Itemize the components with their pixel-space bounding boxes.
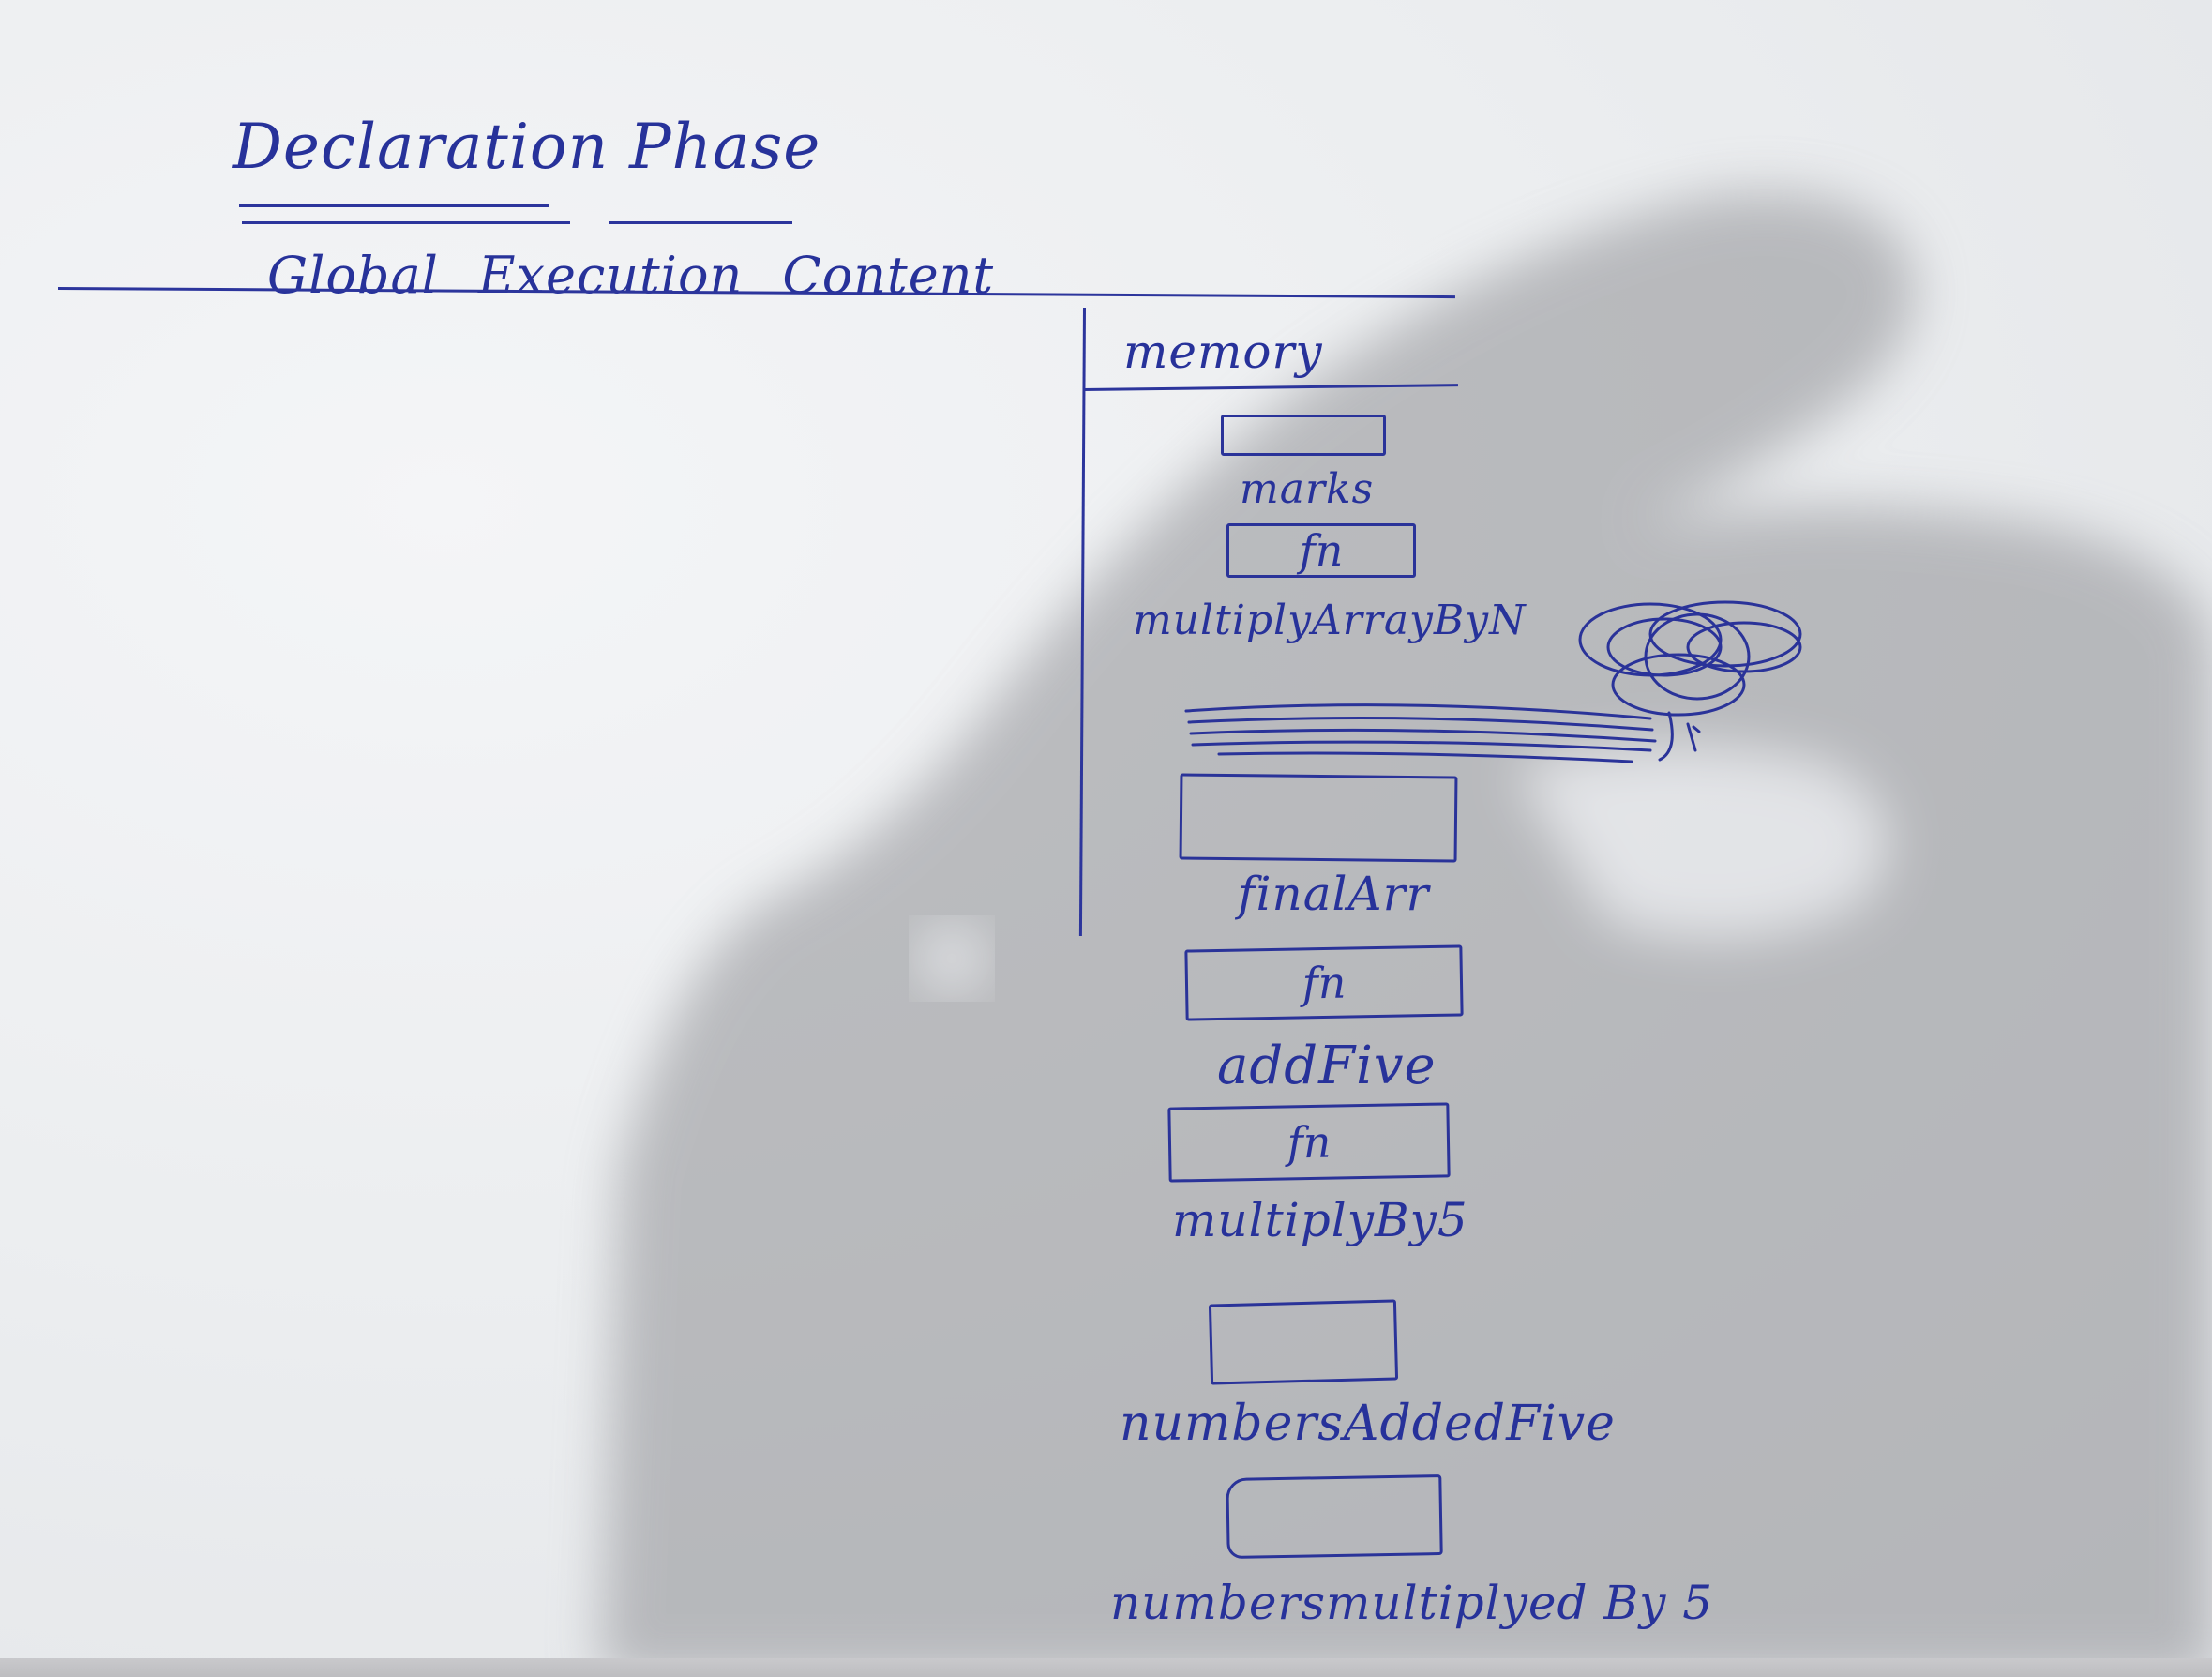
function-marker: fn (1299, 525, 1344, 576)
function-marker: fn (1287, 1116, 1332, 1169)
function-label-multiply-array-by-n: multiplyArrayByN (1133, 597, 1527, 644)
variable-label-marks: marks (1240, 465, 1375, 513)
paper-bottom-edge (0, 1658, 2212, 1677)
function-marker: fn (1302, 957, 1347, 1009)
memory-slot-final-arr (1179, 773, 1458, 863)
title-underline-1 (239, 204, 549, 207)
memory-slot-marks (1221, 415, 1386, 456)
variable-label-numbers-added-five: numbersAddedFive (1120, 1396, 1616, 1452)
title-underline-2 (242, 221, 570, 224)
function-label-add-five: addFive (1217, 1035, 1437, 1096)
function-label-multiply-by-5: multiplyBy5 (1172, 1193, 1468, 1247)
page-title: Declaration Phase (233, 111, 821, 183)
context-heading: Global Execution Content (267, 246, 995, 305)
variable-label-final-arr: finalArr (1238, 867, 1430, 921)
title-underline-3 (609, 221, 792, 224)
memory-slot-add-five: fn (1184, 944, 1464, 1021)
memory-heading: memory (1123, 325, 1323, 379)
memory-slot-numbers-added-five (1208, 1299, 1399, 1385)
memory-slot-multiply-by-5: fn (1167, 1102, 1451, 1183)
memory-slot-numbers-multiplied-by-5 (1226, 1473, 1443, 1560)
memory-slot-multiply-array-by-n: fn (1226, 523, 1416, 578)
variable-label-numbers-multiplied-by-5: numbersmultiplyed By 5 (1110, 1576, 1714, 1630)
